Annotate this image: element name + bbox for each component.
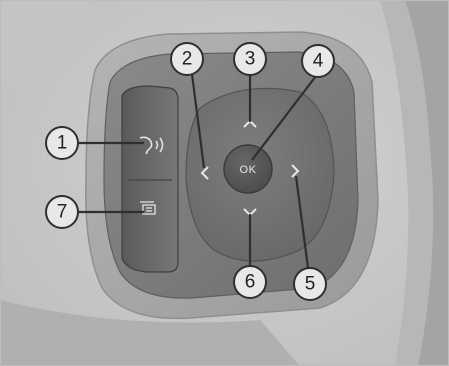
callout-4: 4 xyxy=(302,45,334,77)
dpad: OK xyxy=(186,88,334,261)
callout-5: 5 xyxy=(294,268,326,300)
callout-1-label: 1 xyxy=(57,133,68,154)
callout-5-label: 5 xyxy=(305,274,316,295)
callout-3: 3 xyxy=(234,43,266,75)
callout-7: 7 xyxy=(46,196,78,228)
voice-recognition-button[interactable] xyxy=(124,94,176,176)
callout-1: 1 xyxy=(46,127,78,159)
menu-button[interactable] xyxy=(124,184,176,266)
callout-6: 6 xyxy=(234,266,266,298)
callout-6-label: 6 xyxy=(245,272,256,293)
callout-2-label: 2 xyxy=(182,49,193,70)
callout-7-label: 7 xyxy=(57,202,68,223)
callout-3-label: 3 xyxy=(245,49,256,70)
callout-4-label: 4 xyxy=(313,51,324,72)
callout-2: 2 xyxy=(171,43,203,75)
ok-label: OK xyxy=(240,164,257,176)
ok-button[interactable]: OK xyxy=(224,145,272,193)
